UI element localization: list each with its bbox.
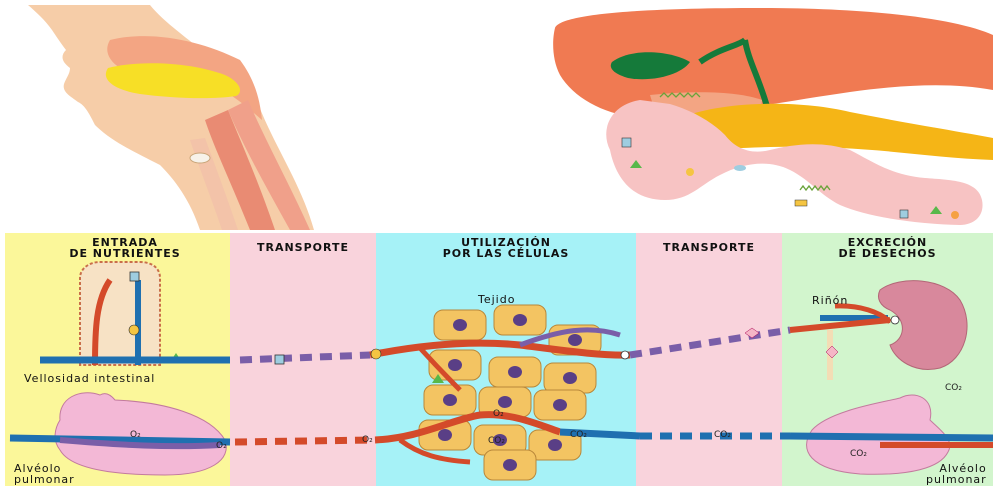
heading-transporte-1: TRANSPORTE [230,242,376,253]
label-tejido: Tejido [478,294,515,305]
gas-co2-alveolus: CO₂ [850,450,867,459]
gas-o2-entry: O₂ [362,436,373,445]
label-alveolo-left: Alvéolo pulmonar [14,463,75,485]
gas-o2-transport: O₂ [216,442,227,451]
gas-co2-tissue: CO₂ [488,437,505,446]
gas-co2-kidney: CO₂ [945,384,962,393]
heading-transporte-2: TRANSPORTE [636,242,782,253]
gas-o2-alveolus: O₂ [130,431,141,440]
label-alveolo-right: Alvéolo pulmonar [926,463,987,485]
label-rinon: Riñón [812,295,848,306]
gas-co2-transport: CO₂ [714,431,731,440]
heading-excrecion: EXCRECIÓN DE DESECHOS [782,237,993,259]
label-vellosidad: Vellosidad intestinal [24,373,155,384]
heading-entrada: ENTRADA DE NUTRIENTES [20,237,230,259]
gas-o2-tissue: O₂ [493,410,504,419]
gas-co2-exit: CO₂ [570,431,587,440]
heading-utilizacion: UTILIZACIÓN POR LAS CÉLULAS [376,237,636,259]
